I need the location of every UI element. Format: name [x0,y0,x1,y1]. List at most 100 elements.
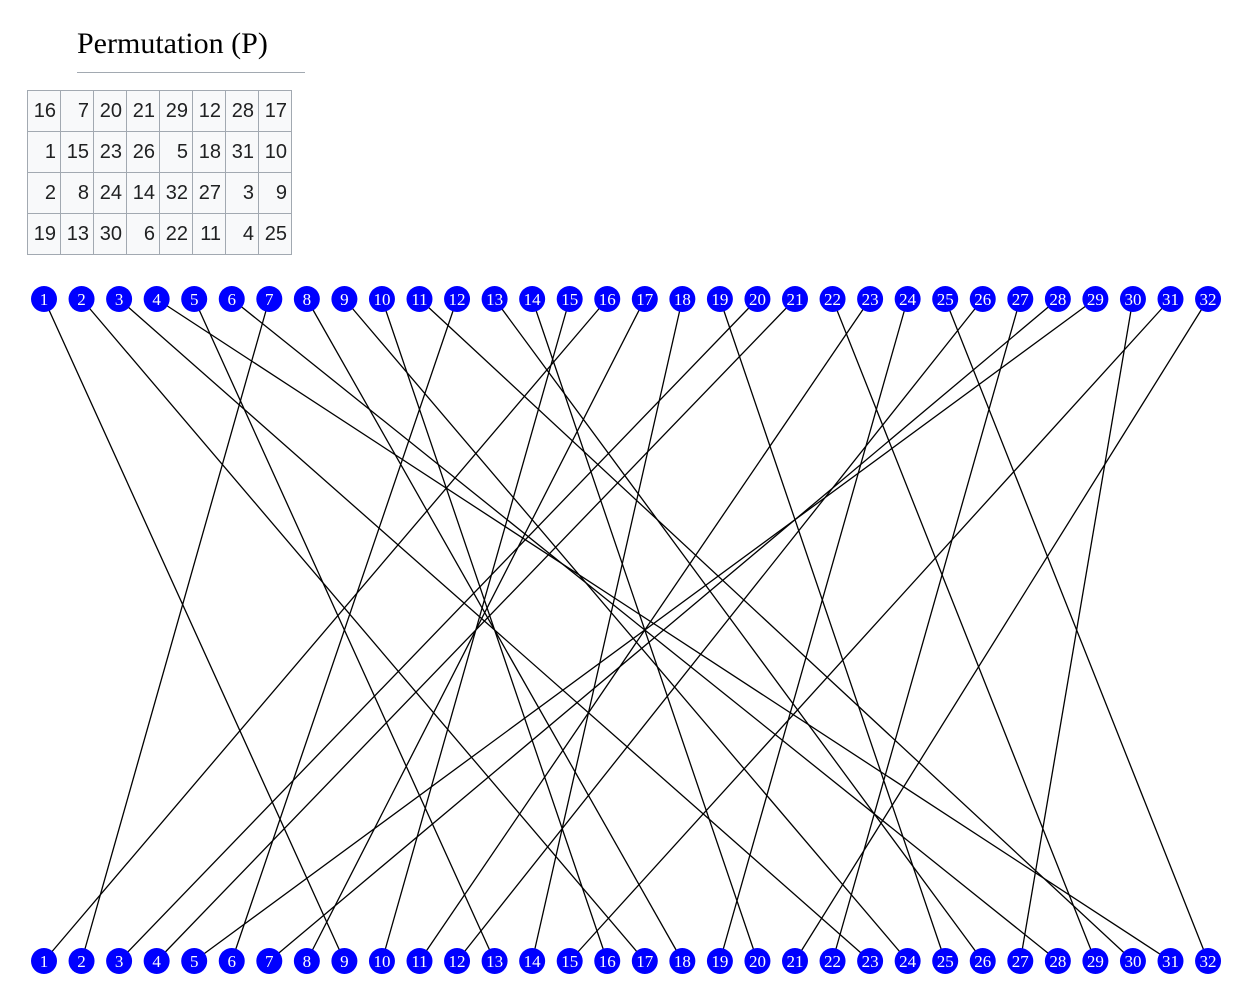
top-node [181,286,208,312]
table-cell: 9 [258,172,292,214]
edge-line [81,298,646,962]
top-node-label: 8 [303,290,312,309]
bottom-node [594,948,621,974]
bottom-node [631,948,658,974]
bottom-node [106,948,133,974]
top-node [31,286,57,312]
top-node-label: 28 [1049,290,1066,309]
table-cell: 17 [258,90,292,132]
top-node [706,286,733,312]
top-node [1007,286,1034,312]
top-node-label: 25 [937,290,954,309]
bottom-node [744,948,771,974]
bottom-node-label: 3 [115,952,124,971]
table-cell: 29 [159,90,193,132]
top-node-label: 9 [340,290,349,309]
bottom-node [256,948,283,974]
edge-line [494,298,984,962]
bottom-node-label: 16 [599,952,616,971]
bottom-node-label: 29 [1087,952,1104,971]
bottom-node-label: 11 [411,952,427,971]
bottom-node-label: 22 [824,952,841,971]
top-node-label: 1 [40,290,49,309]
top-node-label: 16 [599,290,616,309]
top-node-label: 6 [228,290,237,309]
top-node-label: 24 [899,290,917,309]
bottom-node-label: 15 [561,952,578,971]
bottom-node-label: 27 [1012,952,1030,971]
top-node [669,286,696,312]
table-cell: 22 [159,213,193,255]
top-node-label: 14 [524,290,542,309]
top-node-label: 23 [862,290,879,309]
edge-line [80,298,270,962]
bottom-node [293,948,320,974]
bottom-node [481,948,508,974]
edge-line [719,298,909,962]
bottom-node-label: 23 [862,952,879,971]
table-cell: 8 [60,172,94,214]
bottom-node [969,948,996,974]
top-node [218,286,245,312]
top-node [1044,286,1071,312]
table-cell: 15 [60,131,94,173]
top-node [106,286,133,312]
table-cell: 10 [258,131,292,173]
bottom-node [444,948,471,974]
table-cell: 32 [159,172,193,214]
edge-line [193,298,496,962]
bottom-node [669,948,696,974]
bottom-node [894,948,921,974]
bottom-node [31,948,57,974]
top-node [594,286,621,312]
edge-line [231,298,1059,962]
edge-line [343,298,909,962]
edge-line [456,298,984,962]
bottom-node-label: 18 [674,952,691,971]
top-node-label: 21 [787,290,804,309]
bottom-node-label: 28 [1049,952,1066,971]
top-node-label: 5 [190,290,199,309]
bottom-node [143,948,170,974]
bottom-node [857,948,884,974]
edge-line [118,298,871,962]
top-node-label: 18 [674,290,691,309]
bottom-node [1157,948,1184,974]
table-cell: 6 [126,213,160,255]
edge-line [944,298,1209,962]
bottom-node-label: 4 [152,952,161,971]
bottom-node-label: 1 [40,952,49,971]
bottom-node [1044,948,1071,974]
top-node-label: 13 [486,290,503,309]
bottom-node [819,948,846,974]
edge-line [381,298,571,962]
page-title: Permutation (P) [77,24,305,73]
edge-line [419,298,1134,962]
bottom-node [556,948,583,974]
bottom-node [932,948,959,974]
table-cell: 19 [27,213,61,255]
edge-line [794,298,1209,962]
table-cell: 21 [126,90,160,132]
bottom-node [406,948,433,974]
top-node [631,286,658,312]
table-cell: 18 [192,131,226,173]
bottom-node-label: 31 [1162,952,1179,971]
edge-line [831,298,1097,962]
bottom-node-label: 6 [228,952,237,971]
top-node [744,286,771,312]
top-node-label: 15 [561,290,578,309]
edge-line [719,298,946,962]
bottom-node [218,948,245,974]
table-cell: 16 [27,90,61,132]
table-cell: 31 [225,131,259,173]
top-node [1119,286,1146,312]
top-node [406,286,433,312]
top-node [368,286,395,312]
top-node-label: 2 [77,290,86,309]
top-node [782,286,808,312]
